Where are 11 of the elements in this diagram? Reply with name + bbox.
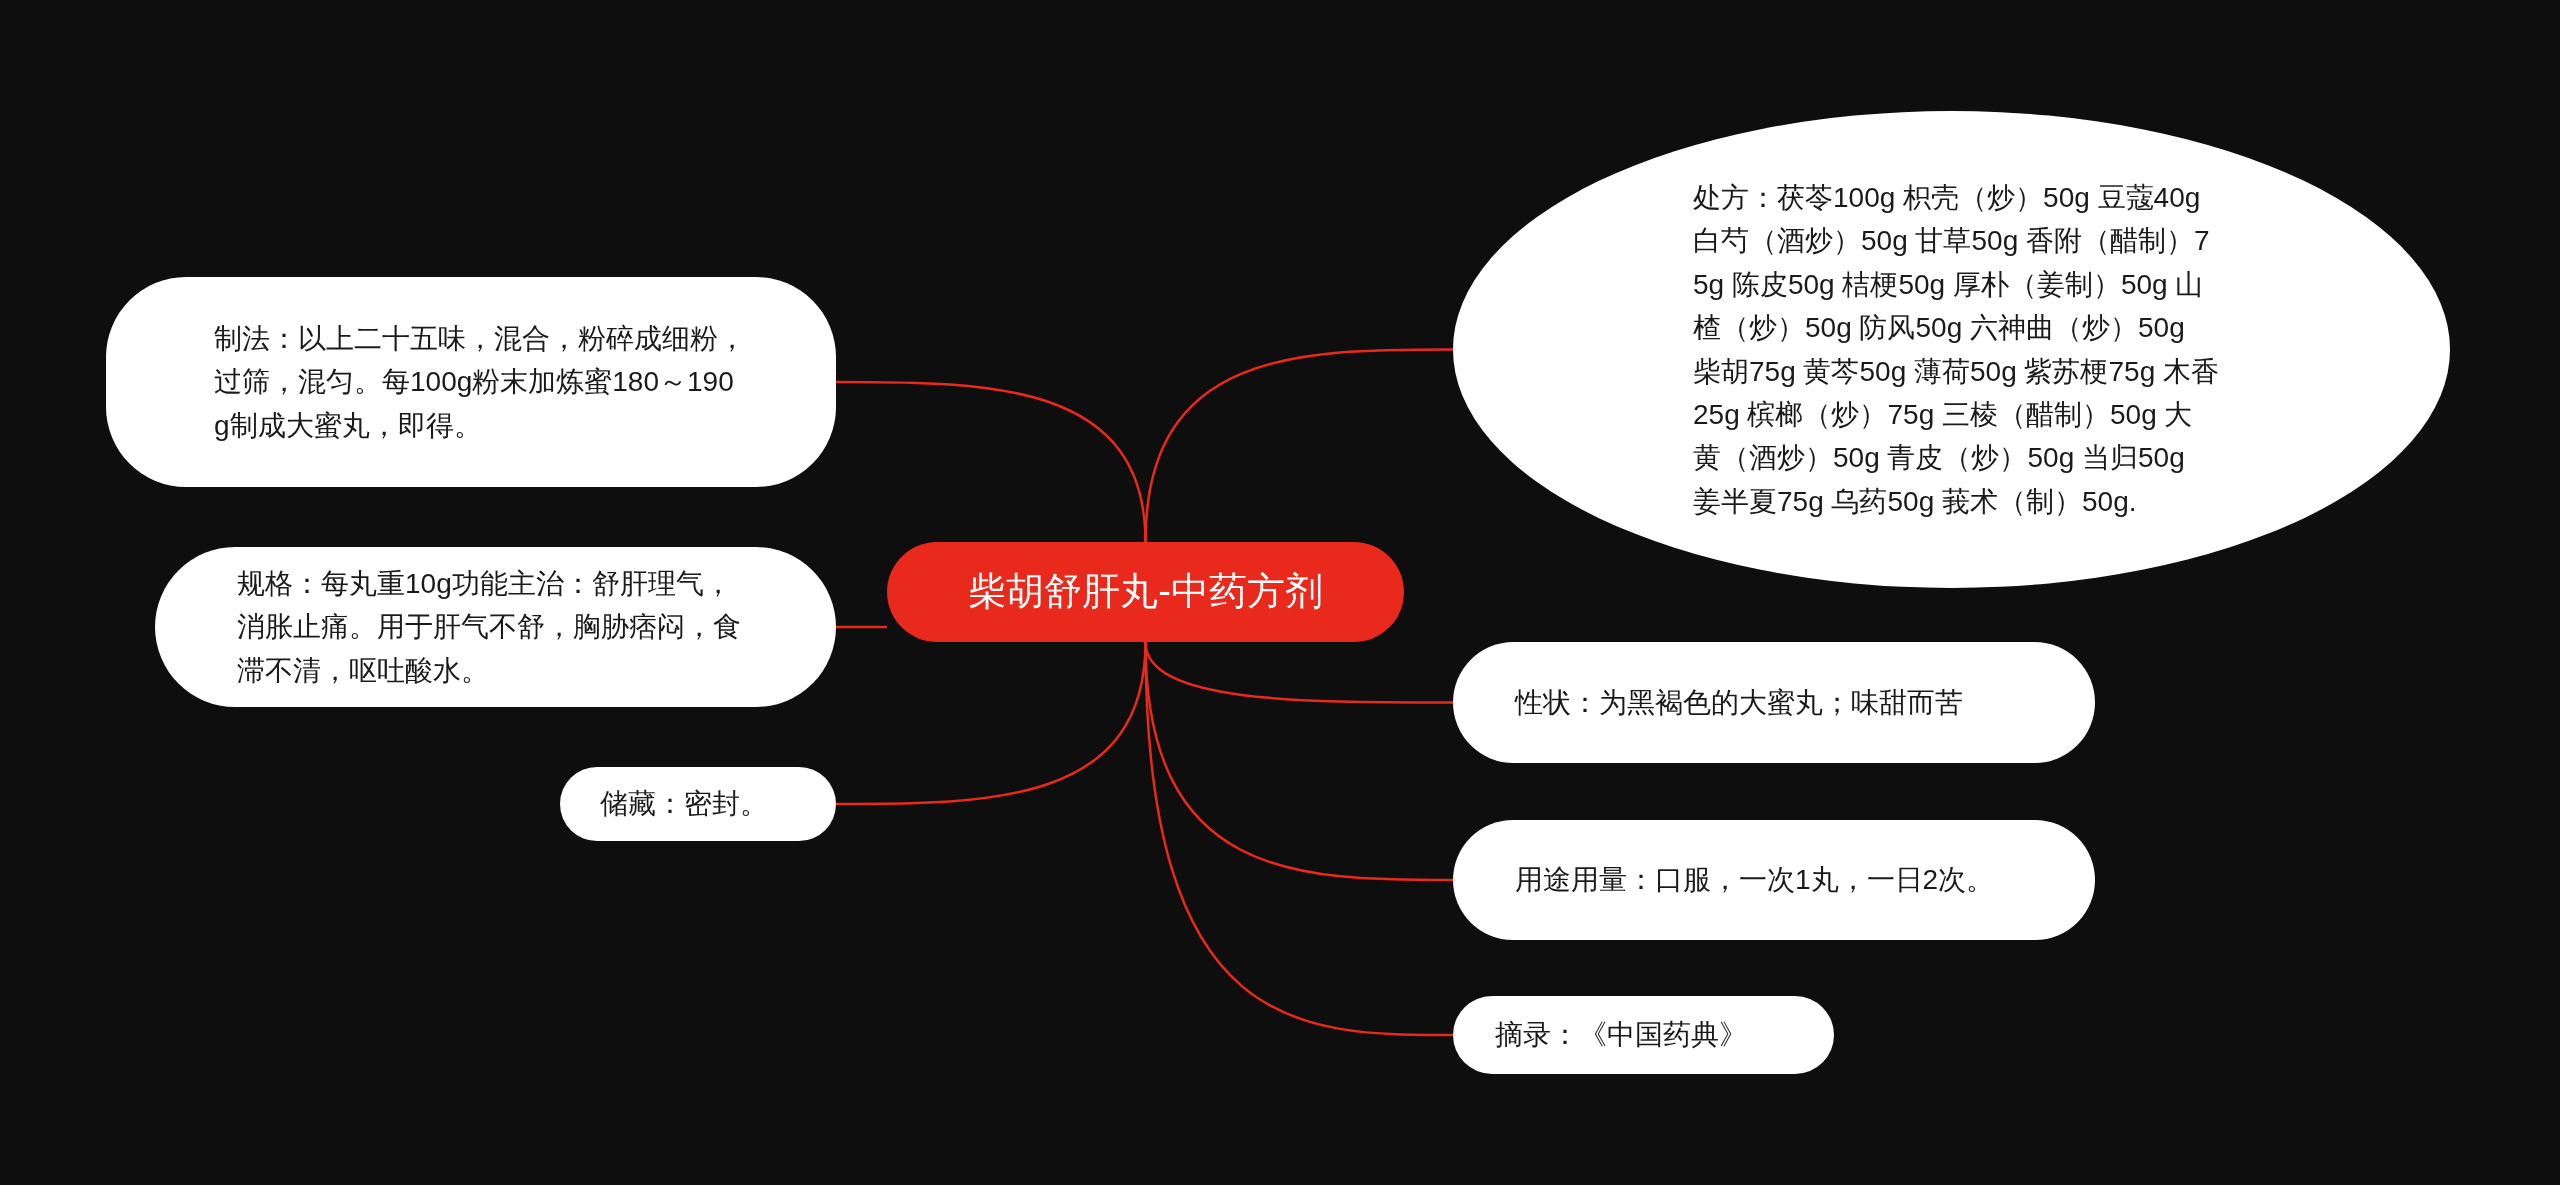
branch-line — [836, 625, 887, 629]
branch-line — [836, 380, 1147, 543]
topic-text: 性状：为黑褐色的大蜜丸；味甜而苦 — [1515, 685, 1963, 720]
topic-text: 用途用量：口服，一次1丸，一日2次。 — [1515, 863, 1995, 898]
branch-line — [836, 641, 1147, 806]
topic-text: 制法：以上二十五味，混合，粉碎成细粉，过筛，混匀。每100g粉末加炼蜜180～190g制成大蜜丸，即得。 — [214, 321, 746, 443]
topic-text: 柴胡舒肝丸-中药方剂 — [968, 569, 1323, 615]
topic-text: 处方：茯苓100g 枳壳（炒）50g 豆蔻40g 白芍（酒炒）50g 甘草50g 香附（醋制）75g 陈皮50g 桔梗50g 厚朴（姜制）50g 山楂（炒）50g 防风50g 六神曲（炒）50g 柴胡75g 黄芩50g 薄荷50g 紫苏梗75g 木香25g 槟榔（炒）75g 三棱（醋制）50g 大黄（酒炒）50g 青皮（炒）50g 当归50g 姜半夏75g 乌药50g 莪术（制）50g. — [1693, 180, 2220, 519]
topic-text: 规格：每丸重10g功能主治：舒肝理气，消胀止痛。用于肝气不舒，胸胁痞闷，食滞不清，呕吐酸水。 — [237, 566, 742, 688]
topic-text: 摘录：《中国药典》 — [1495, 1018, 1747, 1053]
topic-text: 储藏：密封。 — [600, 787, 768, 822]
